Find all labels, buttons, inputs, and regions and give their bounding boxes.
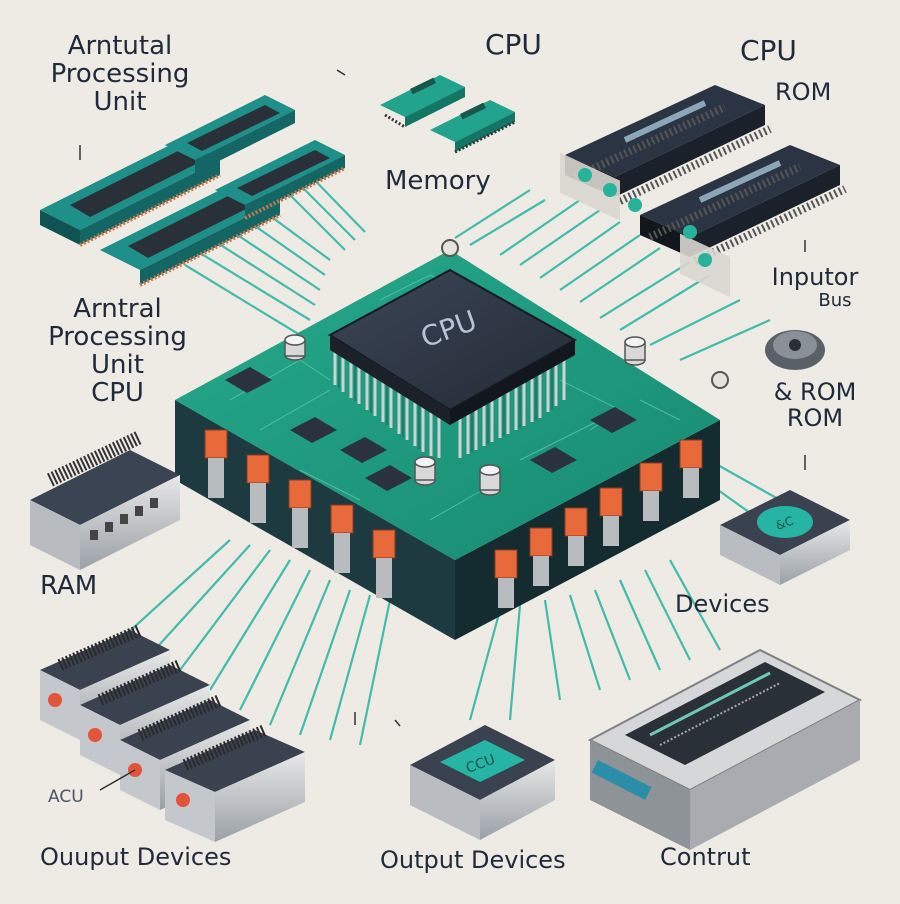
device-icon	[720, 490, 850, 585]
connector-icon	[40, 624, 305, 842]
label-ram: RAM	[40, 571, 98, 601]
label-top-left-line3: Unit	[93, 87, 147, 118]
label-right-rom-line1: & ROM	[773, 378, 857, 406]
label-mid-left: Arntral Processing Unit CPU	[25, 295, 210, 407]
label-top-left-line1: Arntutal	[67, 31, 173, 61]
cpu-chip-icon	[328, 268, 578, 458]
label-mid-left-line3: Unit	[91, 350, 144, 381]
ram-module-icon	[30, 430, 180, 570]
label-acu: ACU	[48, 787, 84, 807]
label-top-left: Arntutal Processing Unit	[30, 32, 210, 116]
label-right-rom-line2: ROM	[786, 403, 844, 432]
label-mid-left-line2: Processing	[48, 322, 187, 353]
label-right-input: Inputor Bus	[750, 263, 880, 311]
label-top-right-cpu: CPU	[740, 34, 797, 67]
label-right-input-line1: Inputor	[771, 263, 859, 291]
memory-module-icon	[40, 95, 346, 287]
fan-icon	[765, 330, 825, 370]
memory-chip-icon	[380, 75, 516, 154]
label-top-cpu: CPU	[485, 28, 542, 61]
label-bottom-left: Ouuput Devices	[40, 843, 232, 871]
label-mid-left-line4: CPU	[91, 378, 144, 409]
label-memory: Memory	[385, 166, 491, 196]
label-mid-left-line1: Arntral	[73, 294, 162, 324]
label-top-right-rom: ROM	[775, 78, 832, 106]
rom-chip-icon	[560, 85, 847, 297]
label-bottom-center: Output Devices	[380, 846, 566, 874]
label-bottom-right: Contrut	[660, 843, 751, 871]
label-right-input-line2: Bus	[818, 289, 852, 311]
right-device-chip-label: &C	[774, 514, 795, 533]
label-devices: Devices	[675, 590, 770, 618]
connector-icon	[587, 648, 863, 850]
device-icon	[410, 725, 555, 840]
arrow-marks	[79, 69, 806, 791]
label-top-left-line2: Processing	[50, 59, 190, 90]
label-right-rom: & ROM ROM	[755, 378, 875, 432]
